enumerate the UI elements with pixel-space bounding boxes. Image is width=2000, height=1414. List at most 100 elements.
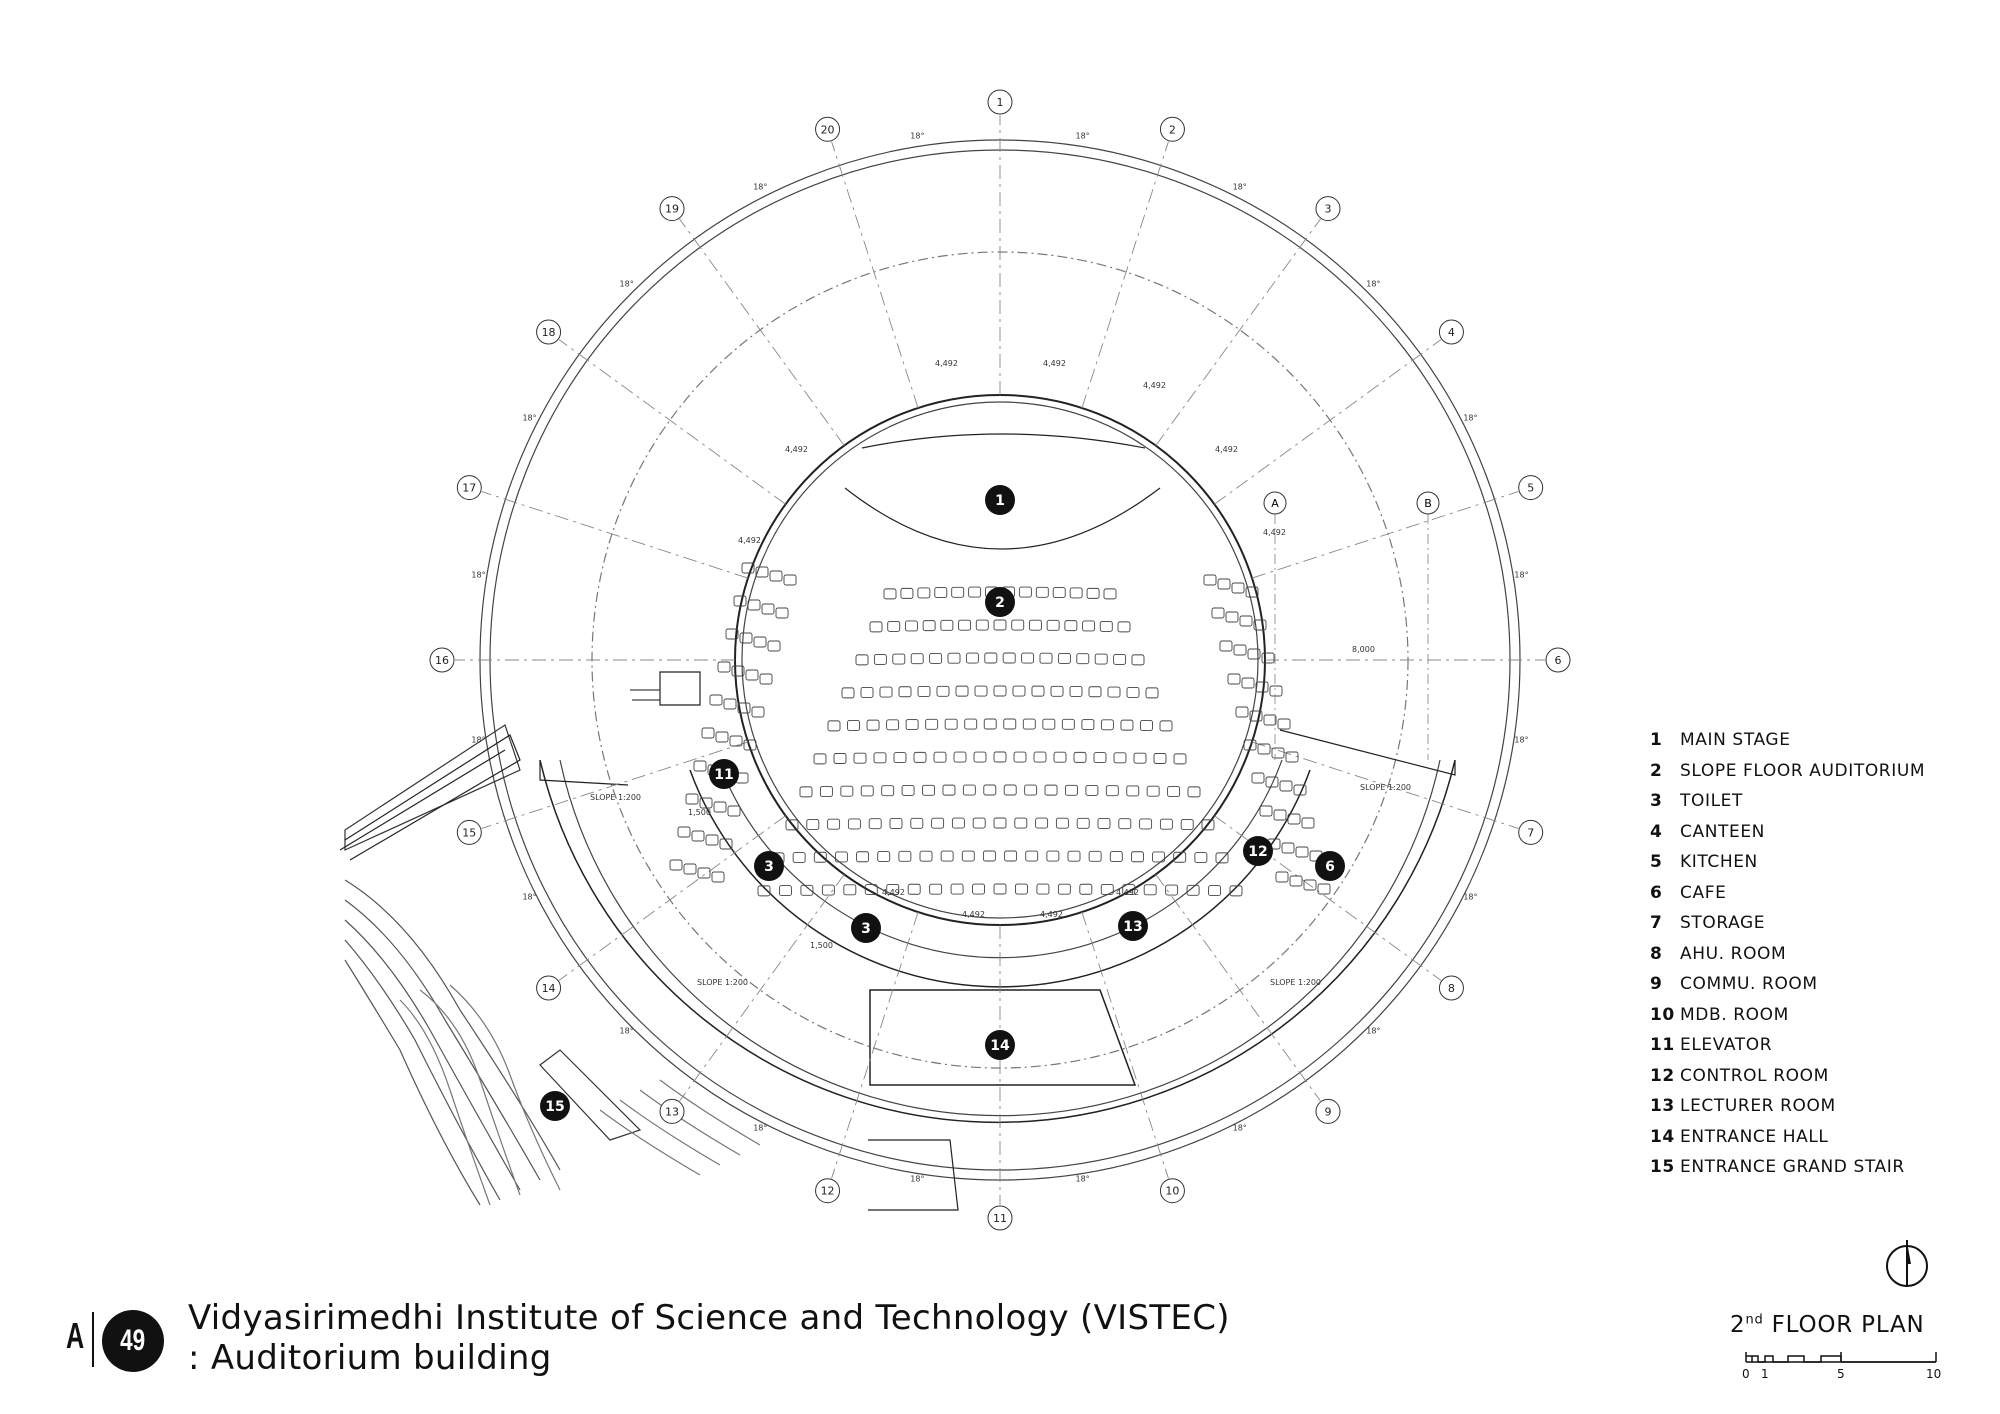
seat: [877, 851, 891, 862]
seat: [813, 851, 827, 863]
dimension-label: 4,492: [1043, 359, 1066, 368]
seat: [1024, 784, 1038, 796]
seat: [984, 652, 998, 664]
seat: [1287, 813, 1301, 825]
seat: [983, 784, 997, 796]
seat: [1004, 850, 1018, 862]
seat: [799, 786, 813, 798]
seat: [1251, 772, 1265, 784]
seat: [933, 751, 947, 763]
seat: [1131, 654, 1145, 666]
seat: [1133, 752, 1147, 764]
room-tag: 14: [985, 1030, 1015, 1060]
angle-label: 18°: [753, 1123, 767, 1132]
seat: [942, 784, 956, 796]
room-tag-label: 6: [1325, 859, 1335, 875]
seat: [1126, 687, 1140, 698]
seat: [1081, 719, 1095, 730]
seat: [951, 586, 965, 598]
grid-line: [1214, 339, 1442, 505]
seat: [929, 883, 943, 895]
seat: [1065, 784, 1078, 796]
dimension-label: 4,492: [1116, 888, 1139, 897]
angle-label: 18°: [1233, 1123, 1247, 1132]
angle-label: 18°: [1514, 570, 1528, 579]
seat: [757, 885, 771, 897]
scale-tick-1: 1: [1761, 1367, 1769, 1381]
seat: [1025, 850, 1039, 862]
seat: [1241, 677, 1255, 689]
seat: [917, 686, 931, 697]
seat: [1013, 751, 1027, 763]
legend-label: COMMU. ROOM: [1680, 974, 1818, 994]
legend-label: MAIN STAGE: [1680, 730, 1791, 750]
seat: [931, 817, 945, 829]
seat: [1003, 784, 1017, 796]
seat: [827, 720, 841, 732]
grid-bubble: 3: [1315, 196, 1341, 222]
seat: [699, 797, 713, 809]
grid-bubble-label: 19: [665, 203, 679, 216]
seat: [711, 871, 725, 883]
grid-bubble: 2: [1159, 116, 1185, 142]
seat: [860, 785, 874, 797]
scale-tick-10: 10: [1926, 1367, 1941, 1381]
dimension-label: 8,000: [1352, 645, 1375, 654]
seat: [1113, 752, 1127, 764]
legend-number: 12: [1650, 1065, 1675, 1086]
seat: [1159, 818, 1173, 830]
seat: [1076, 653, 1090, 665]
seat: [898, 850, 912, 862]
room-tag: 1: [985, 485, 1015, 515]
seat: [993, 751, 1007, 763]
seat: [1217, 578, 1231, 590]
seat: [853, 752, 867, 764]
angle-label: 18°: [620, 280, 634, 289]
grid-bubble: 16: [429, 647, 455, 673]
angle-label: 18°: [1366, 280, 1380, 289]
legend-number: 13: [1650, 1096, 1675, 1116]
grid-bubble: 19: [659, 196, 685, 222]
grid-bubble-label: 17: [462, 482, 476, 495]
grid-bubble: 17: [456, 475, 482, 501]
seat: [1097, 818, 1111, 829]
seat: [719, 838, 733, 850]
seat: [1239, 615, 1253, 627]
grid-bubble: 5: [1518, 475, 1544, 501]
seat: [1052, 587, 1066, 599]
seat: [905, 719, 919, 730]
seat: [833, 753, 847, 764]
seat: [733, 595, 747, 607]
angle-label: 18°: [1514, 736, 1528, 745]
dimension-label: SLOPE 1:200: [697, 978, 748, 987]
seat: [1263, 714, 1277, 726]
seat: [974, 685, 988, 697]
seat: [1055, 817, 1069, 829]
seat: [1100, 719, 1114, 731]
dimension-label: 4,492: [1143, 381, 1166, 390]
seat: [1103, 588, 1117, 600]
seat: [705, 834, 719, 846]
seat: [715, 731, 729, 743]
dimension-label: 4,492: [1263, 528, 1286, 537]
seat: [1113, 653, 1127, 665]
legend-label: CAFE: [1680, 882, 1727, 903]
seat: [972, 883, 985, 895]
seat: [1167, 786, 1181, 797]
seat: [1100, 883, 1114, 895]
seat: [887, 620, 901, 632]
seat: [866, 719, 880, 731]
seat: [1069, 587, 1083, 599]
legend-number: 1: [1650, 730, 1663, 750]
seat: [1015, 883, 1028, 895]
grid-line: [679, 218, 845, 446]
north-arrow-icon: [1886, 1240, 1928, 1287]
grid-bubble: 11: [987, 1205, 1013, 1231]
seat: [1146, 785, 1160, 797]
seat: [1186, 884, 1200, 896]
seat: [1088, 686, 1102, 698]
seat: [904, 620, 918, 632]
seat: [1039, 652, 1053, 664]
